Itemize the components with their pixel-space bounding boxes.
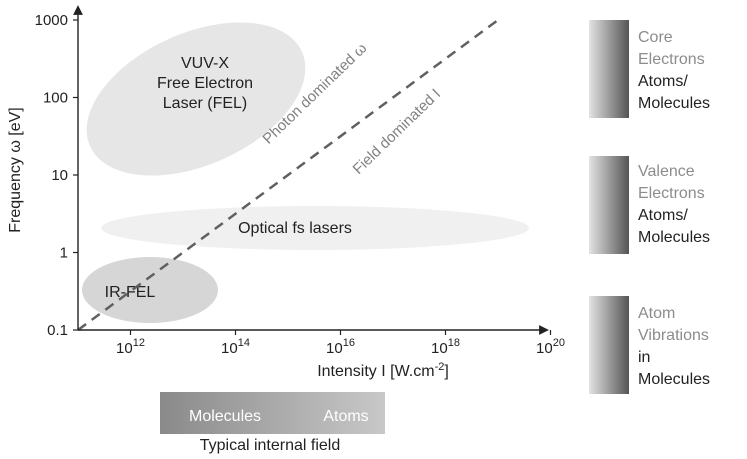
ir-fel-region: [82, 257, 218, 323]
x-axis-label-main: Intensity I [W.cm: [317, 363, 434, 380]
x-tick-label: 1014: [221, 337, 250, 357]
core-dark-line-1: Atoms/: [638, 73, 688, 90]
core-dark-line-2: Molecules: [638, 95, 711, 112]
y-ticks: 0.1 1 10 100 1000: [35, 12, 78, 339]
x-tick-label: 1012: [116, 337, 145, 357]
vibrations-muted-line-1: Atom: [638, 305, 676, 322]
x-ticks: 1012 1014 1016 1018 1020: [116, 330, 565, 357]
core-muted-line-1: Core: [638, 29, 673, 46]
vibrations-dark-line-1: in: [638, 349, 651, 366]
ir-fel-label: IR-FEL: [105, 284, 156, 301]
valence-muted-line-1: Valence: [638, 163, 695, 180]
vuv-fel-region: [86, 22, 306, 176]
field-dominated-label: Field dominated I: [350, 86, 445, 178]
typical-internal-field-bar: [160, 392, 385, 434]
optical-fs-region: [101, 206, 529, 250]
y-axis-label: Frequency ω [eV]: [7, 107, 24, 232]
y-tick-label: 1000: [35, 12, 68, 29]
vibrations-muted-line-2: Vibrations: [638, 327, 709, 344]
valence-electrons-panel: Valence Electrons Atoms/ Molecules: [638, 161, 710, 249]
x-tick-label: 1016: [326, 337, 355, 357]
x-tick-label: 1020: [536, 337, 565, 357]
core-electrons-panel: Core Electrons Atoms/ Molecules: [638, 27, 710, 115]
regime-boundary-line: [77, 18, 499, 332]
field-bar-atoms-label: Atoms: [323, 408, 368, 425]
atom-vibrations-bar: [589, 296, 629, 394]
core-electrons-bar: [589, 20, 629, 118]
valence-muted-line-2: Electrons: [638, 185, 705, 202]
valence-dark-line-2: Molecules: [638, 229, 711, 246]
vuv-fel-label-line-3: Laser (FEL): [163, 95, 247, 112]
field-bar-caption: Typical internal field: [200, 437, 341, 454]
atom-vibrations-panel: Atom Vibrations in Molecules: [638, 303, 710, 391]
vibrations-dark-line-2: Molecules: [638, 371, 711, 388]
valence-electrons-bar: [589, 156, 629, 254]
valence-dark-line-1: Atoms/: [638, 207, 688, 224]
optical-fs-label: Optical fs lasers: [238, 220, 352, 237]
y-tick-label: 1: [60, 245, 68, 262]
core-muted-line-2: Electrons: [638, 51, 705, 68]
y-tick-label: 0.1: [47, 322, 68, 339]
x-axis-label-sup: -2: [435, 361, 445, 373]
x-tick-label: 1018: [431, 337, 460, 357]
x-axis-label: Intensity I [W.cm-2]: [317, 361, 449, 380]
y-tick-label: 10: [51, 167, 68, 184]
y-tick-label: 100: [43, 90, 68, 107]
field-bar-molecules-label: Molecules: [189, 408, 261, 425]
vuv-fel-label-line-2: Free Electron: [157, 75, 253, 92]
x-axis-label-end: ]: [444, 363, 448, 380]
vuv-fel-label-line-1: VUV-X: [181, 55, 229, 72]
